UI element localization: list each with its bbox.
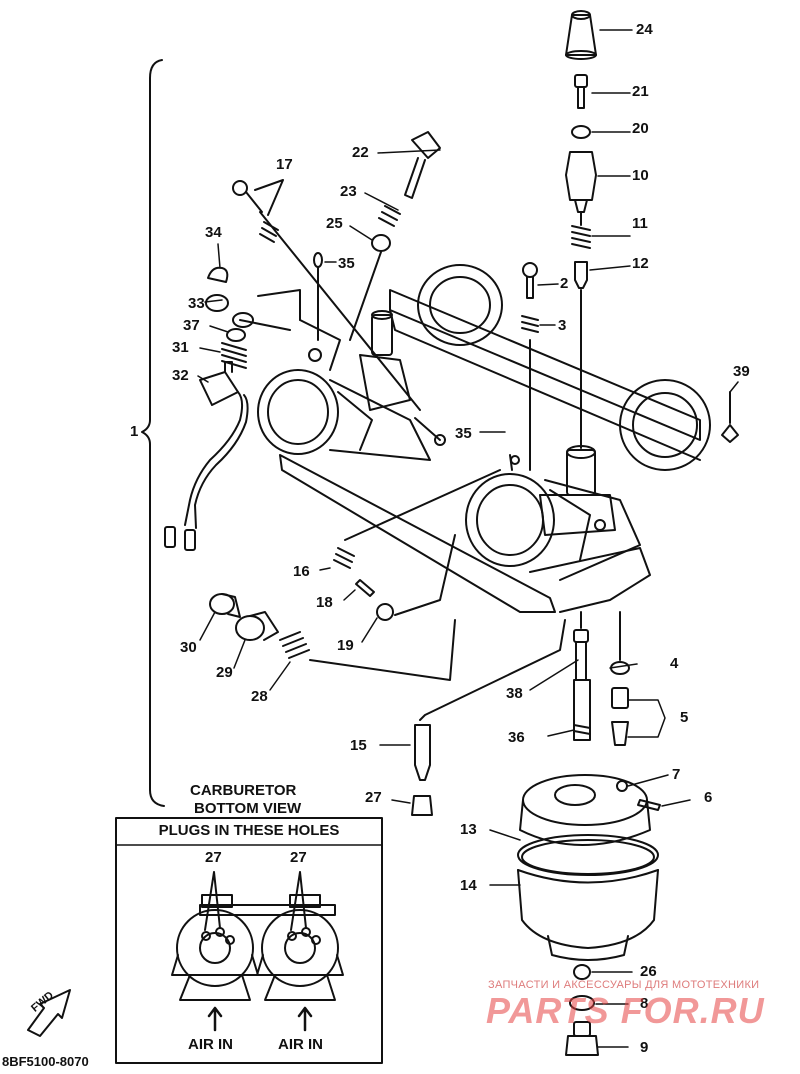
parts-right-stack [521, 10, 739, 471]
callout-3: 3 [558, 317, 567, 334]
callout-1: 1 [130, 423, 139, 440]
parts-lower-right [411, 611, 661, 1056]
assembly-bracket [141, 59, 165, 807]
callout-35-top: 35 [338, 255, 355, 272]
callout-8: 8 [640, 995, 649, 1012]
callout-18: 18 [316, 594, 333, 611]
callout-15: 15 [350, 737, 367, 754]
parts-middle-left [209, 469, 501, 681]
callout-38: 38 [506, 685, 523, 702]
callout-39: 39 [733, 363, 750, 380]
inset-title: PLUGS IN THESE HOLES [158, 822, 340, 839]
callout-12: 12 [632, 255, 649, 272]
inset-box [115, 817, 383, 1064]
callout-33: 33 [188, 295, 205, 312]
callout-24: 24 [636, 21, 653, 38]
callout-30: 30 [180, 639, 197, 656]
callout-34: 34 [205, 224, 222, 241]
callout-21: 21 [632, 83, 649, 100]
callout-27: 27 [365, 789, 382, 806]
callout-10: 10 [632, 167, 649, 184]
callout-19: 19 [337, 637, 354, 654]
callout-26: 26 [640, 963, 657, 980]
callout-5: 5 [680, 709, 689, 726]
callout-22: 22 [352, 144, 369, 161]
drawing-code: 8BF5100-8070 [2, 1054, 89, 1069]
callout-16: 16 [293, 563, 310, 580]
fwd-arrow [27, 989, 71, 1037]
inset-label-left: 27 [205, 849, 222, 866]
bottom-view-caption-line2: BOTTOM VIEW [194, 800, 302, 817]
parts-left-top [164, 131, 441, 551]
callout-7: 7 [672, 766, 681, 783]
callout-9: 9 [640, 1039, 649, 1056]
watermark-site: PARTS FOR.RU [486, 990, 765, 1031]
callout-28: 28 [251, 688, 268, 705]
callout-31: 31 [172, 339, 189, 356]
callout-6: 6 [704, 789, 713, 806]
air-in-left: AIR IN [188, 1036, 233, 1053]
callout-25: 25 [326, 215, 343, 232]
callout-20: 20 [632, 120, 649, 137]
callout-35-mid: 35 [455, 425, 472, 442]
callout-17: 17 [276, 156, 293, 173]
watermark-tagline: ЗАПЧАСТИ И АКСЕССУАРЫ ДЛЯ МОТОТЕХНИКИ [488, 979, 760, 991]
inset-label-right: 27 [290, 849, 307, 866]
callout-29: 29 [216, 664, 233, 681]
callout-11: 11 [632, 215, 648, 232]
callout-leaders [197, 29, 739, 1048]
callout-13: 13 [460, 821, 477, 838]
callout-23: 23 [340, 183, 357, 200]
callout-36: 36 [508, 729, 525, 746]
callout-2: 2 [560, 275, 569, 292]
callout-4: 4 [670, 655, 679, 672]
callout-32: 32 [172, 367, 189, 384]
callout-14: 14 [460, 877, 477, 894]
air-in-right: AIR IN [278, 1036, 323, 1053]
callout-37: 37 [183, 317, 200, 334]
carburetor-body [257, 264, 711, 613]
bottom-view-caption-line1: CARBURETOR [190, 782, 297, 799]
